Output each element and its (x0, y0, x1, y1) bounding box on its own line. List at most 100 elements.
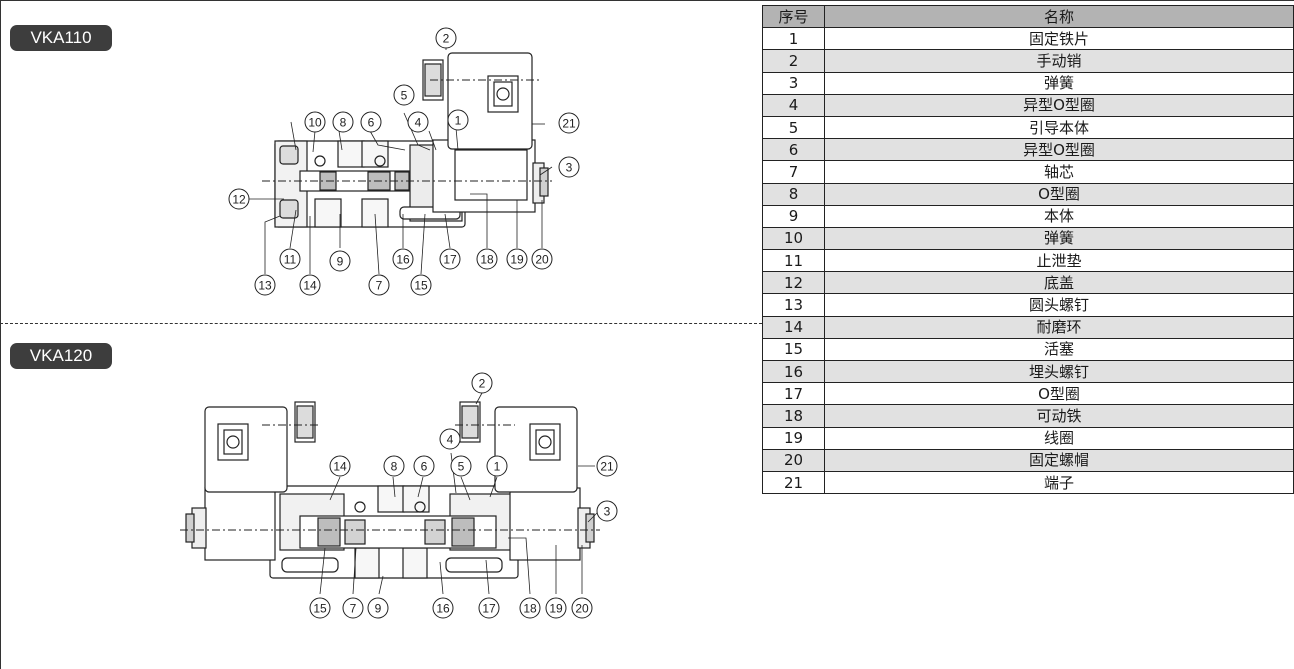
part-name: 圆头螺钉 (824, 293, 1294, 317)
callout-circle (367, 597, 389, 619)
callout-circle (439, 248, 461, 270)
callout-circle (392, 248, 414, 270)
part-number: 12 (762, 271, 825, 295)
part-number: 9 (762, 204, 825, 228)
section-divider (0, 323, 762, 324)
part-number: 19 (762, 426, 825, 450)
callout-label: 6 (421, 460, 428, 474)
callout-circle (299, 274, 321, 296)
part-number: 4 (762, 93, 825, 117)
callout-17: 17 (439, 248, 461, 270)
callout-18: 18 (519, 597, 541, 619)
header-name: 名称 (824, 4, 1294, 29)
part-number: 20 (762, 448, 825, 472)
callout-8: 8 (383, 455, 405, 477)
callout-19: 19 (545, 597, 567, 619)
callout-12: 12 (228, 188, 250, 210)
callout-6: 6 (413, 455, 435, 477)
callout-9: 9 (367, 597, 389, 619)
callout-label: 8 (340, 116, 347, 130)
callout-6: 6 (360, 111, 382, 133)
callout-9: 9 (329, 250, 351, 272)
callout-circle (309, 597, 331, 619)
model-badge-vka120: VKA120 (10, 343, 112, 369)
callout-circle (450, 455, 472, 477)
callout-label: 9 (337, 255, 344, 269)
callout-label: 17 (482, 602, 496, 616)
callout-circle (360, 111, 382, 133)
callout-circle (304, 111, 326, 133)
part-number: 16 (762, 359, 825, 384)
callout-circle (571, 597, 593, 619)
callout-circle (439, 428, 461, 450)
callout-14: 14 (299, 274, 321, 296)
model-badge-vka110: VKA110 (10, 25, 112, 51)
callout-circle (368, 274, 390, 296)
callout-circle (254, 274, 276, 296)
part-name: 固定螺帽 (824, 448, 1294, 472)
callout-circle (228, 188, 250, 210)
callout-label: 15 (313, 602, 327, 616)
part-number: 15 (762, 337, 825, 362)
part-number: 7 (762, 160, 825, 184)
parts-table-header-row: 序号 名称 (762, 4, 1294, 29)
part-name: 活塞 (824, 337, 1294, 362)
callout-label: 1 (455, 114, 462, 128)
callout-circle (558, 112, 580, 134)
callout-circle (329, 250, 351, 272)
callout-label: 14 (303, 279, 317, 293)
callout-16: 16 (392, 248, 414, 270)
callout-circle (519, 597, 541, 619)
callout-label: 10 (308, 116, 322, 130)
callout-circle (447, 109, 469, 131)
frame-left-line (0, 0, 1, 669)
callout-label: 4 (415, 116, 422, 130)
callout-4: 4 (439, 428, 461, 450)
part-number: 21 (762, 470, 825, 495)
header-number: 序号 (762, 4, 825, 29)
callout-circle (413, 455, 435, 477)
callout-circle (506, 248, 528, 270)
callout-circle (478, 597, 500, 619)
callout-21: 21 (596, 455, 618, 477)
callout-5: 5 (450, 455, 472, 477)
part-name: 耐磨环 (824, 315, 1294, 339)
callout-circle (332, 111, 354, 133)
part-number: 14 (762, 315, 825, 339)
callout-circle (435, 27, 457, 49)
callout-label: 5 (458, 460, 465, 474)
part-name: 线圈 (824, 426, 1294, 450)
callout-label: 9 (375, 602, 382, 616)
callout-label: 3 (566, 161, 573, 175)
callout-circle (279, 248, 301, 270)
callout-10: 10 (304, 111, 326, 133)
part-number: 5 (762, 115, 825, 140)
callout-label: 3 (604, 505, 611, 519)
callout-circle (383, 455, 405, 477)
callout-label: 18 (480, 253, 494, 267)
callout-label: 2 (479, 377, 486, 391)
callout-7: 7 (342, 597, 364, 619)
callout-circle (393, 84, 415, 106)
part-name: O型圈 (824, 382, 1294, 406)
callout-label: 19 (510, 253, 524, 267)
callout-19: 19 (506, 248, 528, 270)
callout-label: 17 (443, 253, 457, 267)
part-number: 17 (762, 382, 825, 406)
callout-circle (410, 274, 432, 296)
